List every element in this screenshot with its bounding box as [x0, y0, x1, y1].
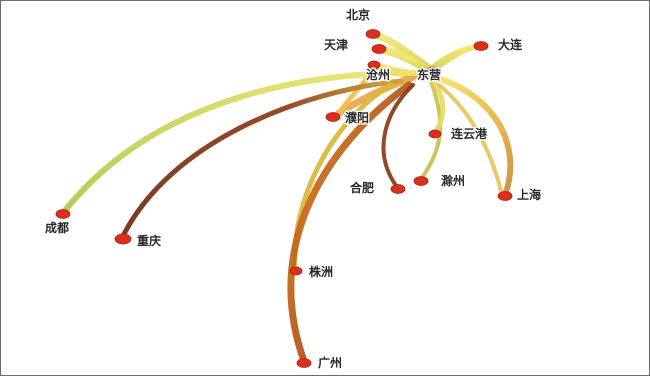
city-label-hefei: 合肥 — [350, 180, 374, 195]
node-chengdu — [55, 209, 71, 219]
city-label-shanghai: 上海 — [517, 187, 541, 202]
node-cangzhou — [367, 60, 381, 70]
node-shanghai — [497, 191, 513, 201]
city-label-beijing: 北京 — [346, 7, 370, 22]
node-hefei — [390, 184, 406, 194]
node-beijing — [365, 29, 381, 39]
node-zhuzhou — [289, 266, 303, 276]
city-nodes — [55, 29, 513, 368]
city-labels: 北京 天津 大连 沧州 东营 濮阳 连云港 合肥 滁州 上海 成都 重庆 株洲 … — [44, 6, 543, 372]
node-chongqing — [114, 233, 132, 245]
node-chuzhou — [413, 176, 429, 186]
city-label-puyang: 濮阳 — [345, 110, 369, 125]
city-label-cangzhou: 沧州 — [366, 67, 390, 82]
city-label-guangzhou: 广州 — [318, 355, 342, 370]
flow-line — [381, 83, 415, 189]
flow-line — [60, 69, 424, 216]
flow-line — [287, 81, 413, 365]
node-tianjin — [371, 44, 387, 54]
city-label-dongying: 东营 — [417, 67, 441, 82]
flow-line — [120, 78, 404, 239]
node-guangzhou — [296, 358, 312, 368]
city-label-chongqing: 重庆 — [137, 233, 161, 248]
node-dongying — [426, 66, 440, 76]
city-label-chuzhou: 滁州 — [441, 173, 465, 188]
node-puyang — [325, 112, 341, 122]
flow-line — [428, 76, 446, 136]
flow-line — [438, 76, 514, 198]
node-lianyungang — [428, 129, 442, 139]
city-label-dalian: 大连 — [498, 37, 523, 52]
city-label-zhuzhou: 株洲 — [309, 264, 333, 279]
node-dalian — [473, 41, 489, 51]
flow-lines — [60, 30, 514, 365]
city-label-lianyungang: 连云港 — [451, 126, 488, 141]
flow-line — [437, 83, 503, 193]
city-label-tianjin: 天津 — [324, 37, 348, 52]
city-label-chengdu: 成都 — [45, 220, 69, 235]
